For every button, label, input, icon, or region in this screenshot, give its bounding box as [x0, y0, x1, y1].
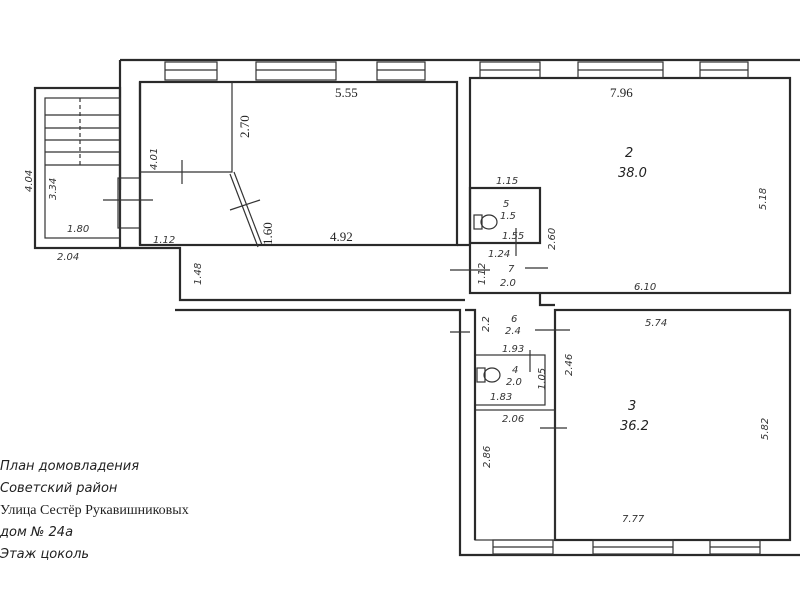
- plan-caption: План домовладения Советский район Улица …: [0, 456, 189, 566]
- room-6-area: 2.4: [505, 326, 521, 337]
- dim-small-room: 4.01: [149, 148, 160, 170]
- dim-hall7-side: 1.12: [477, 263, 488, 285]
- dim-room2-top: 7.96: [610, 85, 633, 100]
- room-4-area: 2.0: [506, 377, 522, 388]
- dim-wc-inner: 1.55: [502, 231, 524, 242]
- dim-room3-side: 5.82: [760, 418, 771, 440]
- dim-room2-side: 5.18: [758, 188, 769, 210]
- caption-street: Улица Сестёр Рукавишниковых: [0, 503, 189, 518]
- dim-lower-room-top: 2.06: [502, 414, 524, 425]
- room-4-number: 4: [512, 365, 518, 376]
- dim-diag: 1.60: [260, 222, 275, 245]
- room-5-area: 1.5: [500, 211, 516, 222]
- toilet-icon: [476, 367, 501, 383]
- caption-floor: Этаж цоколь: [0, 547, 90, 562]
- room-7-number: 7: [508, 264, 515, 275]
- dim-stair-inner: 3.34: [48, 178, 59, 200]
- dim-left-room-top: 5.55: [335, 85, 358, 100]
- dim-room3-left: 2.46: [564, 354, 575, 376]
- dim-bath-top: 1.93: [502, 344, 524, 355]
- room-6-number: 6: [511, 314, 517, 325]
- walls: [118, 58, 800, 557]
- windows: [164, 61, 761, 555]
- room-2-number: 2: [625, 146, 633, 161]
- dim-partition: 2.70: [237, 115, 252, 138]
- door-marks: [103, 160, 570, 429]
- room-3-number: 3: [628, 399, 636, 414]
- toilet-icon: [473, 214, 498, 230]
- dim-hall6-side: 2.2: [481, 316, 492, 332]
- room-2-area: 38.0: [618, 166, 647, 181]
- dim-bath-bottom: 1.83: [490, 392, 512, 403]
- dim-room3-bottom: 7.77: [622, 514, 645, 525]
- staircase: [33, 86, 141, 250]
- caption-house: дом № 24а: [0, 525, 74, 540]
- dim-corridor-side: 1.48: [193, 263, 204, 285]
- dim-hall7-width: 1.24: [488, 249, 510, 260]
- dim-wc-top: 1.15: [496, 176, 518, 187]
- room-7-area: 2.0: [500, 278, 516, 289]
- dim-room3-top: 5.74: [645, 318, 667, 329]
- dim-stair-inner-width: 1.80: [67, 224, 89, 235]
- dim-stair-outer-width: 2.04: [57, 252, 79, 263]
- dim-stair-height: 4.04: [24, 170, 35, 192]
- room-5-number: 5: [503, 199, 509, 210]
- dim-room2-bottom: 6.10: [634, 282, 656, 293]
- dim-lower-room-side: 2.86: [482, 446, 493, 468]
- dim-left-room-bottom: 4.92: [330, 229, 353, 244]
- caption-district: Советский район: [0, 481, 118, 496]
- dim-corridor-width: 1.12: [153, 235, 175, 246]
- dim-bath-side: 1.05: [537, 368, 548, 390]
- room-3-area: 36.2: [620, 419, 649, 434]
- dim-room2-left: 2.60: [547, 228, 558, 250]
- caption-title: План домовладения: [0, 459, 140, 474]
